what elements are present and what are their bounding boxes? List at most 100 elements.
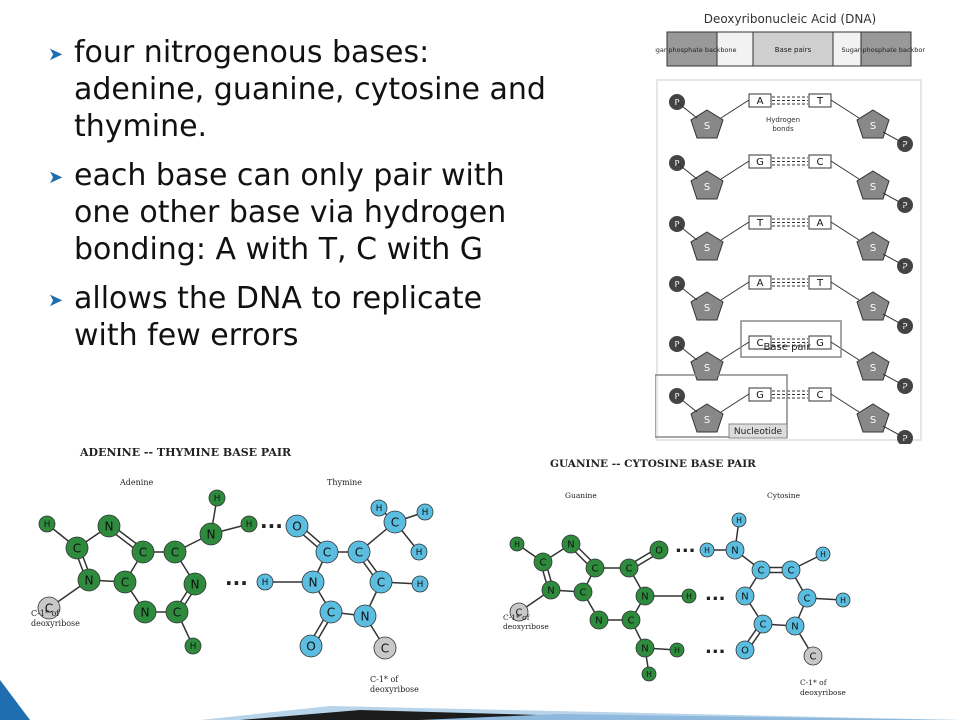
dna-ladder-diagram: Deoxyribonucleic Acid (DNA) Sugar-phosph… [655, 12, 925, 444]
atom-label: C [391, 515, 399, 529]
base-box [808, 154, 832, 169]
atom-label: C [628, 616, 635, 627]
phosphate-circle [897, 430, 913, 444]
base-letter: G [756, 390, 764, 401]
atom-label: N [308, 575, 317, 589]
legend-backbone-left [666, 31, 718, 67]
base-box [808, 93, 832, 108]
base-box [808, 335, 832, 350]
base-letter: T [816, 96, 824, 107]
atom-circle [699, 542, 715, 558]
atom-circle [619, 558, 639, 578]
base-letter: G [756, 157, 764, 168]
sugar-label: S [870, 303, 876, 314]
atom-circle [353, 604, 377, 628]
atom-circle [835, 592, 851, 608]
sugar-pentagon [690, 109, 724, 139]
atom-circle [725, 540, 745, 560]
hbond-dots: ... [675, 536, 696, 557]
at-right-label: Thymine [327, 478, 362, 487]
phosphate-label: P [903, 382, 908, 391]
arrow-bullet-icon: ➤ [48, 290, 64, 311]
phosphate-label: P [903, 322, 908, 331]
atom-label: N [140, 605, 149, 619]
atom-circle [509, 536, 525, 552]
atom-label: C [139, 545, 147, 559]
atom-circle [753, 614, 773, 634]
atom-label: H [417, 580, 424, 590]
atom-circle [735, 640, 755, 660]
atom-circle [285, 514, 309, 538]
atom-label: C [173, 605, 181, 619]
atom-label: C [45, 601, 53, 615]
atom-circle [301, 570, 325, 594]
atom-label: H [736, 516, 742, 525]
base-letter: A [757, 278, 764, 289]
base-box [808, 215, 832, 230]
nucleotide-highlight [655, 374, 788, 438]
sugar-label: S [870, 243, 876, 254]
atom-circle [410, 543, 428, 561]
atom-label: H [646, 670, 652, 679]
bullet-line: four nitrogenous bases: [74, 35, 430, 70]
atom-label: C [171, 545, 179, 559]
sugar-label: S [704, 363, 710, 374]
atom-label: N [641, 592, 648, 603]
at-right-c1b: deoxyribose [370, 685, 419, 694]
base-box [748, 387, 772, 402]
atom-circle [669, 642, 685, 658]
sugar-label: S [870, 415, 876, 426]
base-pair-highlight [740, 320, 842, 358]
atom-circle [299, 634, 323, 658]
base-letter: G [816, 338, 824, 349]
sugar-pentagon [690, 291, 724, 321]
atom-label: N [84, 573, 93, 587]
atom-label: H [262, 578, 269, 588]
bullet-line: bonding: A with T, C with G [74, 232, 484, 267]
atom-label: H [416, 548, 423, 558]
atom-label: N [104, 519, 113, 533]
atom-circle [165, 600, 189, 624]
atom-label: H [686, 592, 692, 601]
atom-label: C [758, 566, 765, 577]
base-letter: A [757, 96, 764, 107]
base-box [748, 93, 772, 108]
atom-label: O [306, 639, 316, 653]
bullet-line: one other base via hydrogen [74, 195, 507, 230]
atom-label: C [592, 564, 599, 575]
atom-label: N [190, 577, 199, 591]
base-box [808, 275, 832, 290]
atom-circle [256, 573, 274, 591]
bullet-line: each base can only pair with [74, 158, 505, 193]
base-letter: T [816, 278, 824, 289]
atom-circle [411, 575, 429, 593]
atom-label: H [840, 596, 846, 605]
sugar-label: S [704, 415, 710, 426]
atom-label: N [731, 546, 738, 557]
bullet-item: ➤ four nitrogenous bases: adenine, guani… [48, 34, 648, 145]
sugar-label: S [704, 121, 710, 132]
sugar-pentagon [690, 170, 724, 200]
base-letter: C [817, 157, 824, 168]
arrow-bullet-icon: ➤ [48, 167, 64, 188]
atom-circle [585, 558, 605, 578]
gc-title: GUANINE -- CYTOSINE BASE PAIR [550, 458, 756, 470]
adenine-thymine-diagram: ADENINE -- THYMINE BASE PAIR Adenine Thy… [31, 446, 434, 694]
atom-circle [163, 540, 187, 564]
atom-circle [131, 540, 155, 564]
atom-circle [97, 514, 121, 538]
atom-label: H [820, 550, 826, 559]
atom-circle [621, 610, 641, 630]
sugar-pentagon [690, 351, 724, 381]
atom-label: H [214, 494, 221, 504]
sugar-pentagon [856, 291, 890, 321]
bullet-item: ➤ each base can only pair with one other… [48, 157, 648, 268]
gc-left-label: Guanine [565, 491, 597, 500]
sugar-pentagon [856, 231, 890, 261]
atom-circle [199, 522, 223, 546]
sugar-pentagon [856, 109, 890, 139]
atom-label: H [376, 504, 383, 514]
hbond-dots: ... [260, 509, 283, 533]
